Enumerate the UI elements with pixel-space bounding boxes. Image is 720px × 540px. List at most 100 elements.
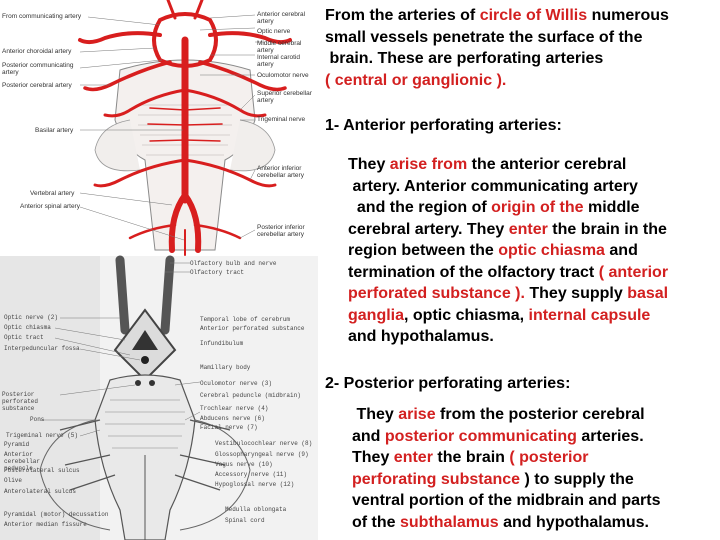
figure-label: Pyramid (4, 441, 30, 448)
body-text: the brain in the (547, 220, 667, 238)
text-line: small vessels penetrate the surface of t… (325, 27, 669, 49)
highlight-text: internal capsule (528, 306, 651, 324)
figure-label: Pons (30, 416, 45, 423)
body-text: ventral portion of the midbrain and part… (352, 492, 661, 509)
body-text: arteries. (576, 427, 644, 445)
text-line: ganglia, optic chiasma, internal capsule (348, 305, 668, 327)
body-text: and hypothalamus. (348, 328, 494, 345)
figure-label: Anterior inferior cerebellar artery (257, 165, 304, 179)
figure-label: Infundibulum (200, 340, 244, 347)
figure-label: Accessory nerve (11) (215, 471, 288, 478)
heading-anterior: 1- Anterior perforating arteries: (325, 117, 562, 134)
intro-paragraph: From the arteries of circle of Willis nu… (325, 5, 669, 91)
figure-label: Trigeminal nerve (257, 116, 306, 123)
slide-text: From the arteries of circle of Willis nu… (320, 0, 720, 540)
text-line: artery. Anterior communicating artery (348, 176, 668, 198)
body-text: and (604, 242, 638, 259)
text-line: brain. These are perforating arteries (325, 48, 669, 70)
highlight-text: arise (398, 406, 436, 423)
body-text: They (352, 406, 399, 423)
brain-illustration (0, 0, 318, 540)
text-line: and the region of origin of the middle (348, 197, 668, 219)
highlight-text: optic chiasma (498, 242, 605, 259)
highlight-text: basal (627, 285, 669, 302)
anatomy-figure: From communicating artery Anterior choro… (0, 0, 318, 540)
highlight-text: ( central or ganglionic ). (325, 71, 507, 89)
figure-label: Posterior perforated substance (2, 391, 39, 412)
figure-label: Spinal cord (225, 517, 265, 524)
highlight-text: ( anterior (598, 263, 669, 281)
figure-label: Optic tract (4, 334, 44, 341)
text-line: perforating substance ) to supply the (352, 469, 660, 491)
figure-label: Olfactory tract (190, 269, 245, 276)
figure-label: Anterior spinal artery (20, 203, 80, 210)
body-text: artery. Anterior communicating artery (348, 177, 638, 195)
figure-label: Internal carotid artery (257, 54, 300, 68)
figure-label: Oculomotor nerve (3) (200, 380, 273, 387)
brain-base-drawing (0, 255, 318, 540)
body-text: middle (583, 199, 640, 216)
figure-label: Trochlear nerve (4) (200, 405, 269, 412)
figure-label: Mamillary body (200, 364, 251, 371)
figure-label: Anterior perforated substance (200, 325, 305, 332)
figure-label: From communicating artery (2, 13, 82, 20)
figure-label: Anterior cerebellar peduncle (4, 451, 41, 472)
body-text: termination of the olfactory tract (348, 263, 599, 281)
figure-label: Temporal lobe of cerebrum (200, 316, 291, 323)
heading-posterior: 2- Posterior perforating arteries: (325, 375, 571, 392)
figure-label: Glossopharyngeal nerve (9) (215, 451, 309, 458)
text-line: They enter the brain ( posterior (352, 447, 660, 469)
body-text: of the (352, 513, 400, 531)
body-text: , optic chiasma, (404, 306, 529, 324)
text-line: and hypothalamus. (348, 326, 668, 348)
figure-label: Olive (4, 477, 23, 484)
brainstem-arteries-drawing (0, 0, 318, 256)
highlight-text: arise from (389, 156, 468, 173)
body-text: cerebral artery. They (348, 220, 509, 238)
body-text: brain. These are perforating arteries (325, 50, 604, 67)
body-text: and (352, 427, 385, 445)
figure-label: Interpeduncular fossa (4, 345, 80, 352)
body-text: They (352, 449, 394, 466)
figure-label: Abducens nerve (6) (200, 415, 265, 422)
highlight-text: subthalamus (400, 513, 499, 531)
figure-label: Vestibulocochlear nerve (8) (215, 440, 313, 447)
highlight-text: posterior communicating (384, 427, 577, 445)
text-line: They arise from the posterior cerebral (352, 404, 660, 426)
highlight-text: circle of Willis (479, 7, 588, 24)
highlight-text: perforating substance (352, 470, 521, 488)
figure-label: Vagus nerve (10) (215, 461, 273, 468)
figure-label: Middle cerebral artery (257, 40, 302, 54)
text-line: They arise from the anterior cerebral (348, 154, 668, 176)
text-line: From the arteries of circle of Willis nu… (325, 5, 669, 27)
body-text: They (348, 156, 390, 173)
figure-label: Optic nerve (2) (4, 314, 59, 321)
figure-label: Facial nerve (7) (200, 424, 258, 431)
highlight-text: ( posterior (509, 449, 589, 466)
figure-label: Posterolateral sulcus (4, 467, 80, 474)
highlight-text: origin of the (491, 199, 584, 216)
highlight-text: perforated substance ). (348, 285, 525, 302)
text-line: perforated substance ). They supply basa… (348, 283, 668, 305)
text-line: and posterior communicating arteries. (352, 426, 660, 448)
body-text: They supply (524, 285, 628, 302)
text-line: of the subthalamus and hypothalamus. (352, 512, 660, 534)
figure-label: Pyramidal (motor) decussation (4, 511, 109, 518)
figure-label: Posterior communicating artery (2, 62, 74, 76)
text-line: region between the optic chiasma and (348, 240, 668, 262)
text-line: ( central or ganglionic ). (325, 70, 669, 92)
text-line: termination of the olfactory tract ( ant… (348, 262, 668, 284)
body-text: from the posterior cerebral (435, 406, 645, 423)
highlight-text: enter (393, 449, 433, 466)
figure-label: Olfactory bulb and nerve (190, 260, 277, 267)
figure-label: Anterior choroidal artery (2, 48, 72, 55)
figure-label: Anterior cerebral artery (257, 11, 306, 25)
figure-label: Medulla oblongata (225, 506, 287, 513)
body-text: small vessels penetrate the surface of t… (325, 28, 643, 46)
figure-label: Hypoglossal nerve (12) (215, 481, 295, 488)
text-line: cerebral artery. They enter the brain in… (348, 219, 668, 241)
figure-label: Posterior inferior cerebellar artery (257, 224, 305, 238)
figure-label: Vertebral artery (30, 190, 75, 197)
body-text: and hypothalamus. (498, 513, 649, 531)
